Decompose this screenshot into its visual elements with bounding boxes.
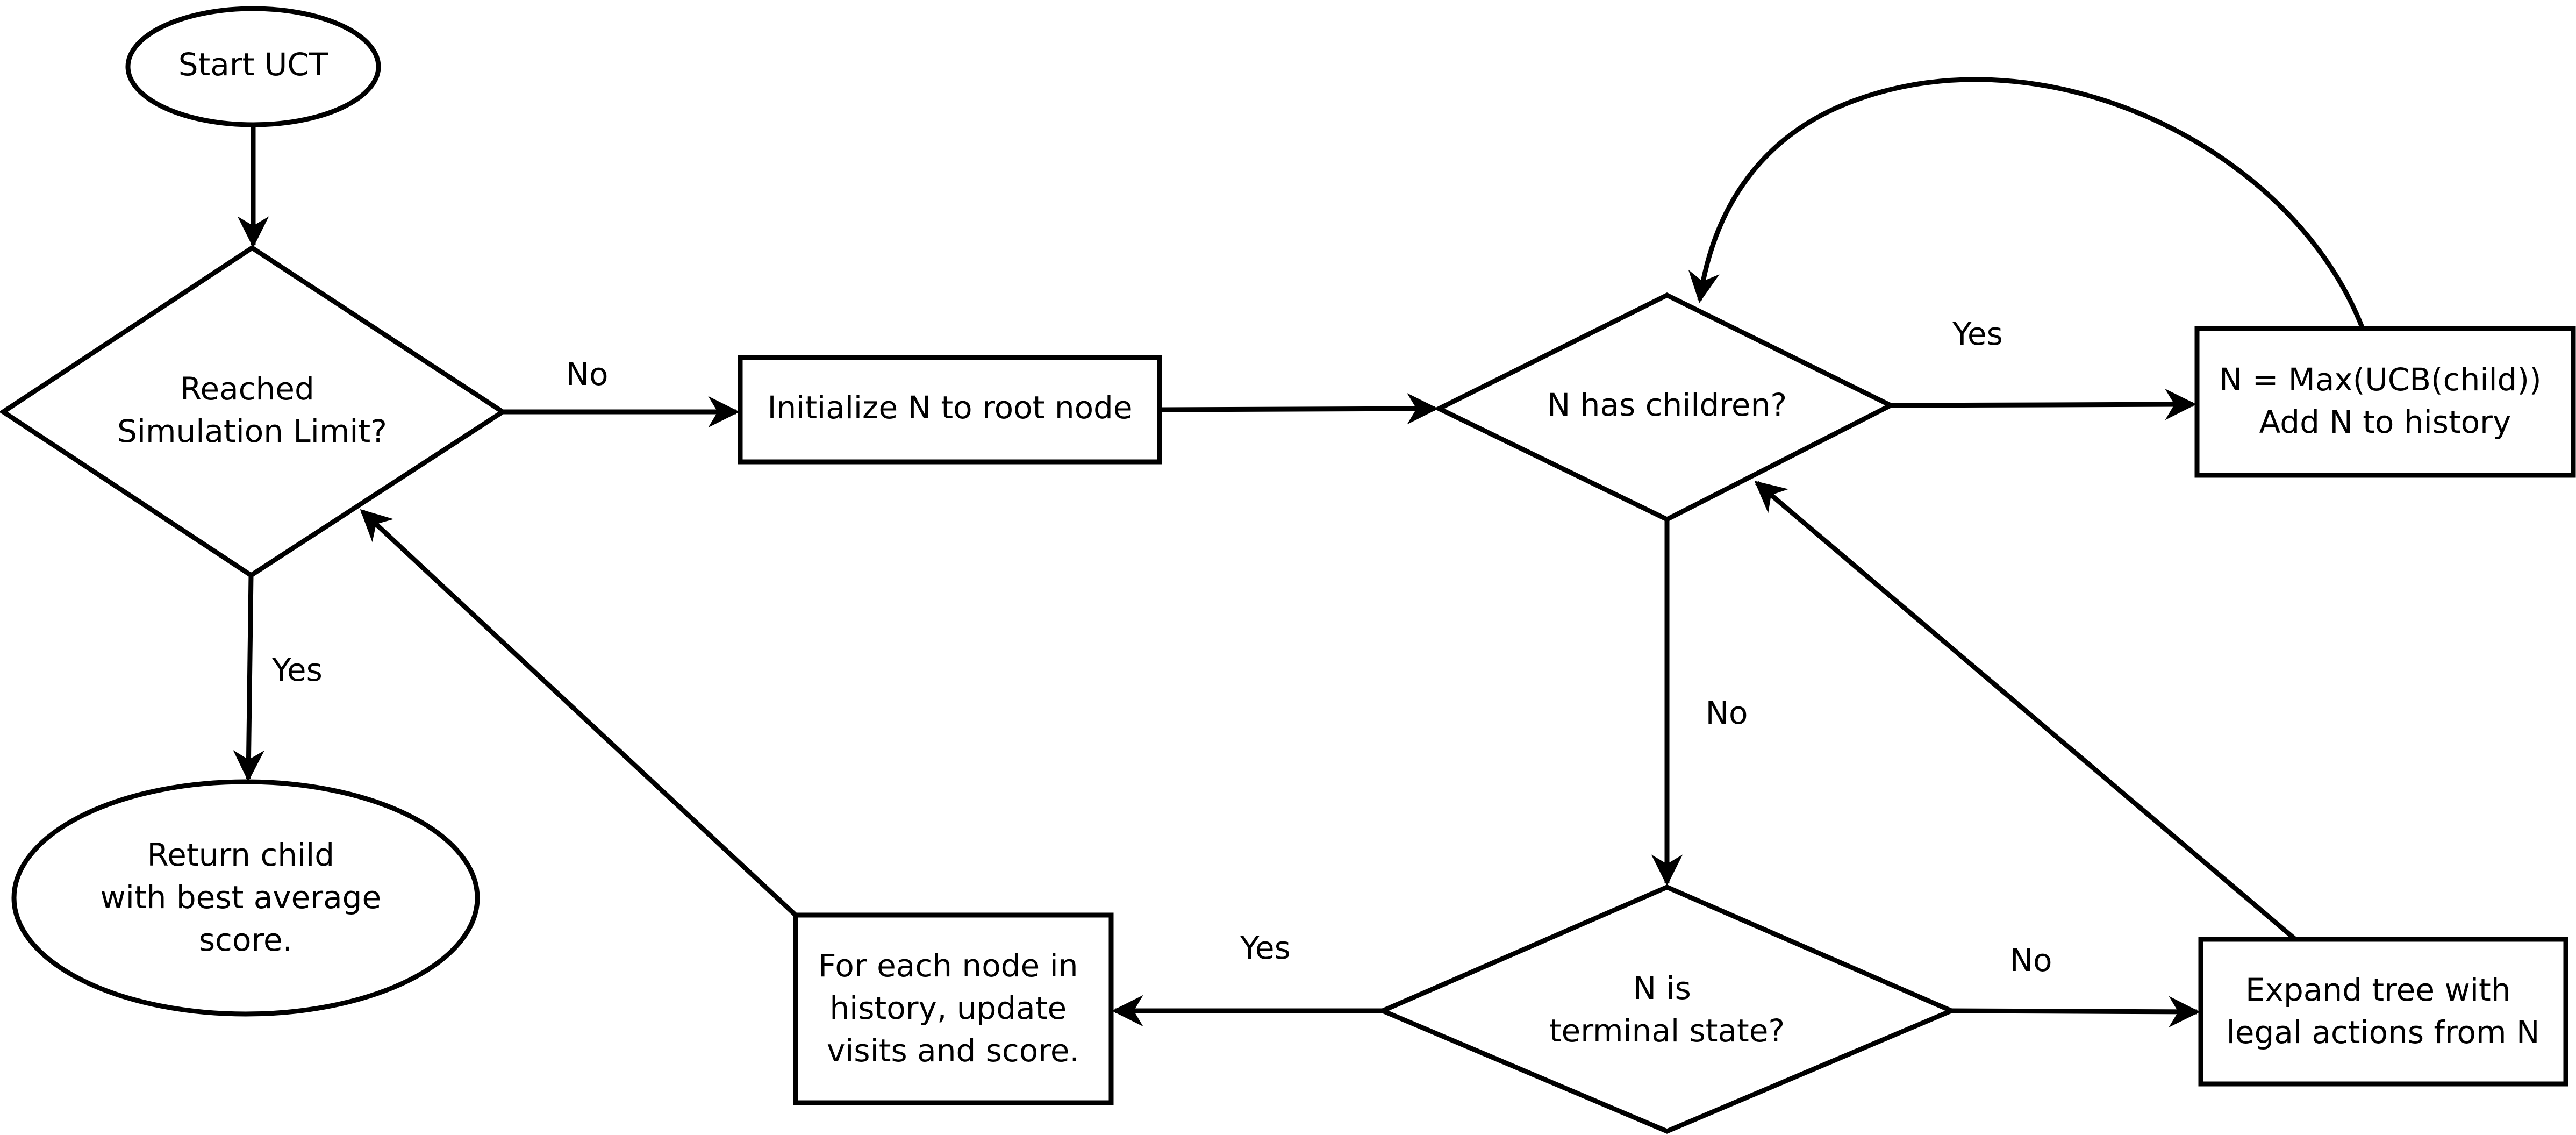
edge-terminal-to-expand [1951,996,2200,1028]
terminal-label: N is terminal state? [1549,970,1785,1049]
edge-select-loop-to-children [1688,77,2365,330]
edge-label-terminal-yes: Yes [1240,930,1291,966]
select-child-node [2194,326,2576,478]
init-root-node [738,355,1162,465]
expand-tree-node [2198,937,2568,1087]
update-history-node [793,912,1114,1105]
return-best-child-node [11,779,480,1017]
edge-init-to-children [1159,392,1439,425]
return-label: Return child with best average score. [100,837,391,958]
edge-label-reached-yes: Yes [271,652,323,688]
edge-label-children-no: No [1706,695,1748,731]
expand-label: Expand tree with legal actions from N [2227,972,2540,1051]
edge-children-to-select [1890,388,2196,420]
edge-label-terminal-no: No [2010,942,2052,979]
terminal-state-decision [1376,884,1958,1134]
edge-label-children-yes: Yes [1952,316,2003,352]
reached-limit-decision [0,245,507,579]
edge-reached-to-return [233,575,264,782]
reached-label: Reached Simulation Limit? [117,370,387,449]
select-label: N = Max(UCB(child)) Add N to history [2219,361,2551,440]
edge-label-reached-no: No [566,356,609,392]
has-children-label: N has children? [1547,387,1787,423]
edge-update-to-reached [360,509,798,917]
update-label: For each node in history, update visits … [818,947,1088,1069]
start-label: Start UCT [178,46,328,83]
init-label: Initialize N to root node [767,389,1132,426]
edge-expand-to-children [1754,481,2297,941]
